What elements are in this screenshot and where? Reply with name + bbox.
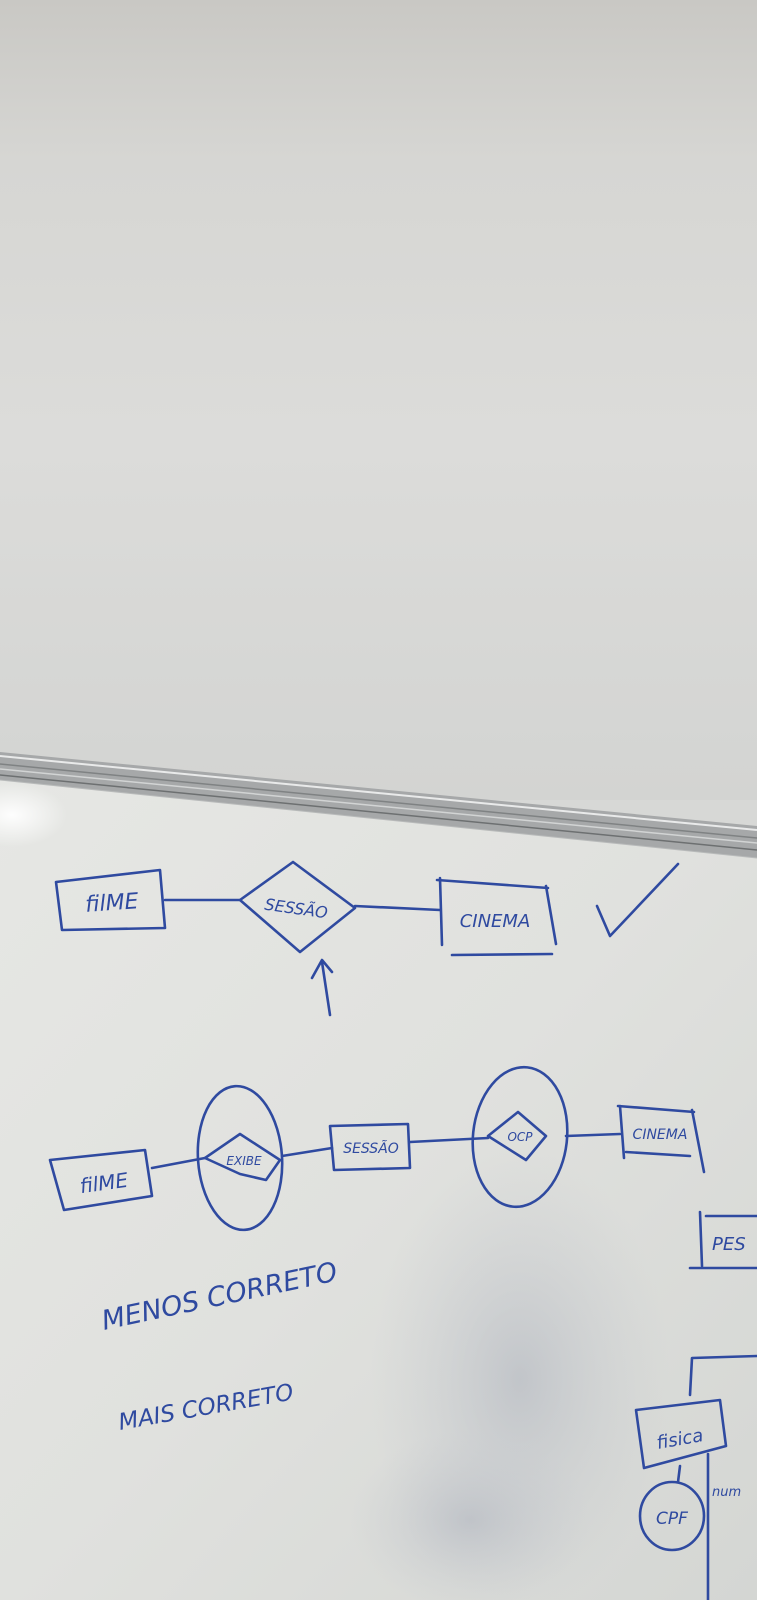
highlight-circle	[471, 1065, 569, 1209]
entity-filme-top-label: filME	[84, 889, 139, 918]
erase-smudge	[350, 1430, 590, 1600]
entity-pessoa-partial-label: PES	[712, 1234, 746, 1255]
entity-pessoa-partial: PES	[688, 1210, 757, 1270]
entity-cinema-bottom-label: CINEMA	[633, 1127, 688, 1143]
entity-cinema-top-label: CINEMA	[460, 911, 531, 932]
attribute-cpf: CPF	[638, 1480, 706, 1552]
er-diagram-top: filME SESSÃO CINEMA	[54, 860, 680, 1017]
entity-cinema-top: CINEMA	[435, 876, 558, 957]
light-glare	[0, 783, 67, 847]
relationship-ocp-label: OCP	[507, 1130, 533, 1144]
entity-sessao-bottom-label: SESSÃO	[343, 1140, 399, 1157]
entity-filme-top: filME	[54, 868, 167, 932]
entity-sessao-bottom: SESSÃO	[328, 1122, 412, 1172]
entity-cinema-bottom: CINEMA	[616, 1104, 706, 1174]
arrow-up-icon	[310, 958, 334, 1017]
attribute-cpf-label: CPF	[656, 1509, 688, 1529]
board-frame-rail	[0, 752, 757, 859]
checkmark-icon	[595, 862, 680, 938]
relationship-ocp: OCP	[471, 1065, 569, 1209]
er-diagram-bottom: filME EXIBE SESSÃO OCP CINEMA	[48, 1065, 757, 1600]
relationship-exibe-label: EXIBE	[226, 1154, 262, 1168]
attribute-partial-label: num	[712, 1485, 741, 1500]
wall	[0, 0, 757, 800]
